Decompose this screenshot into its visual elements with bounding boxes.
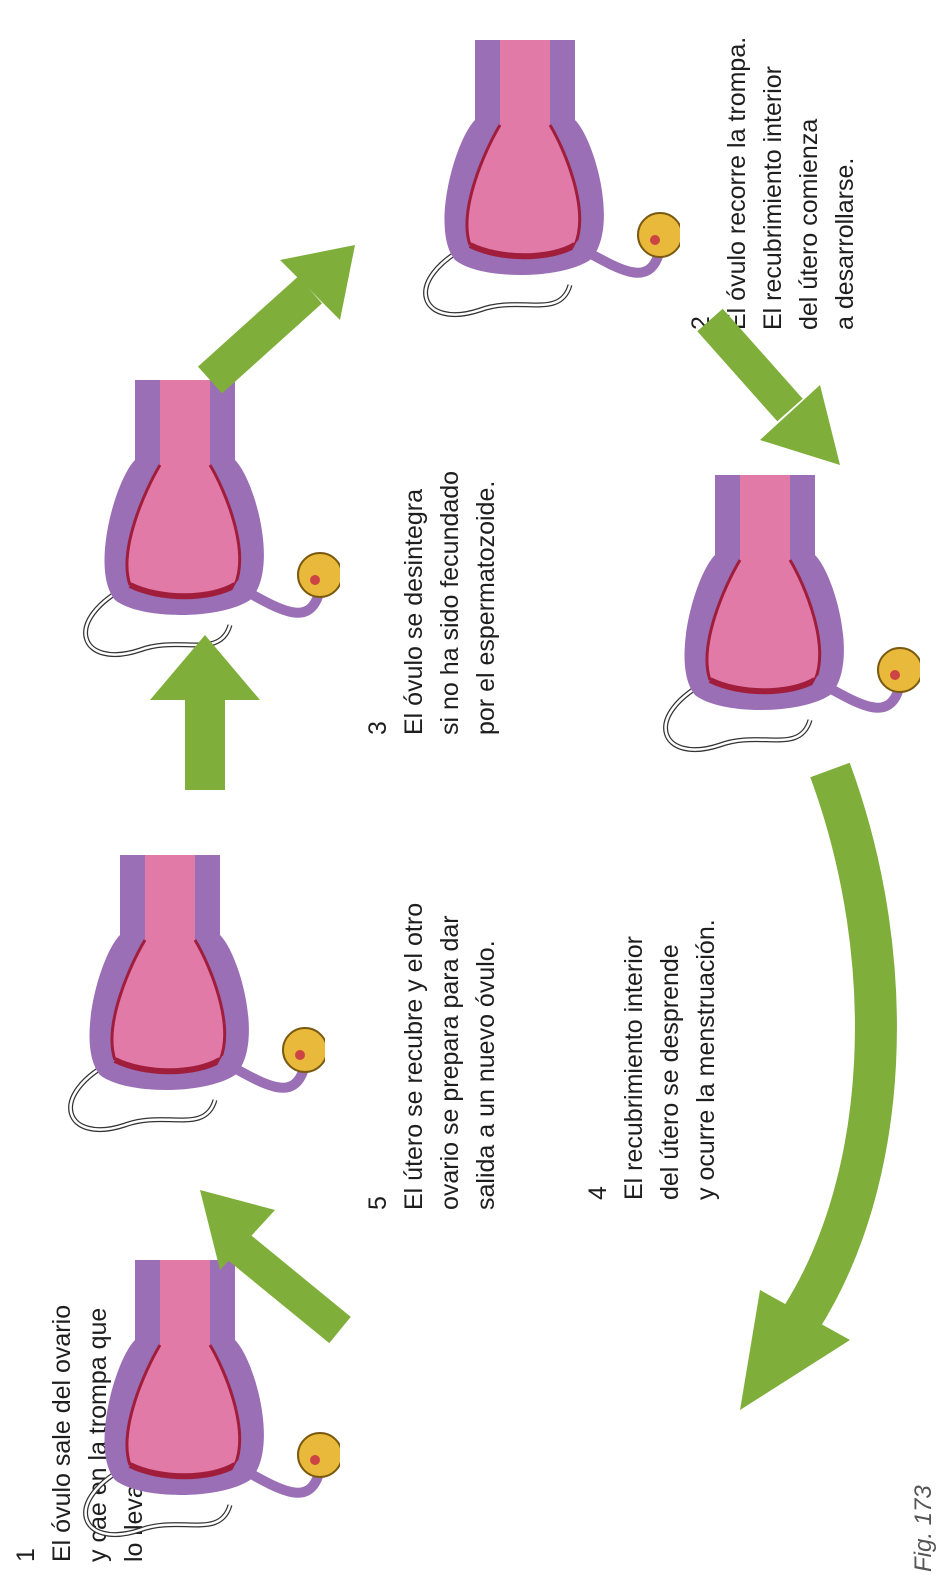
step-3-number: 3 [360, 471, 396, 735]
step-3-text: 3 El óvulo se desintegra si no ha sido f… [360, 471, 504, 735]
uterus-illustration-4 [600, 455, 920, 775]
uterus-illustration-5 [5, 835, 325, 1155]
uterus-illustration-3 [360, 20, 680, 340]
cycle-arrow-1 [190, 1180, 360, 1350]
step-4-number: 4 [580, 919, 616, 1200]
step-5-number: 5 [360, 903, 396, 1210]
step-2-text: 2 El óvulo recorre la trompa. El recubri… [683, 37, 863, 330]
step-5-text: 5 El útero se recubre y el otro ovario s… [360, 903, 504, 1210]
cycle-arrow-5 [720, 760, 920, 1420]
step-2-number: 2 [683, 37, 719, 330]
step-4-text: 4 El recubrimiento interior del útero se… [580, 919, 724, 1200]
cycle-arrow-3 [190, 230, 360, 400]
cycle-arrow-4 [690, 300, 860, 470]
cycle-arrow-2 [120, 630, 290, 800]
figure-label: Fig. 173 [910, 1485, 937, 1572]
